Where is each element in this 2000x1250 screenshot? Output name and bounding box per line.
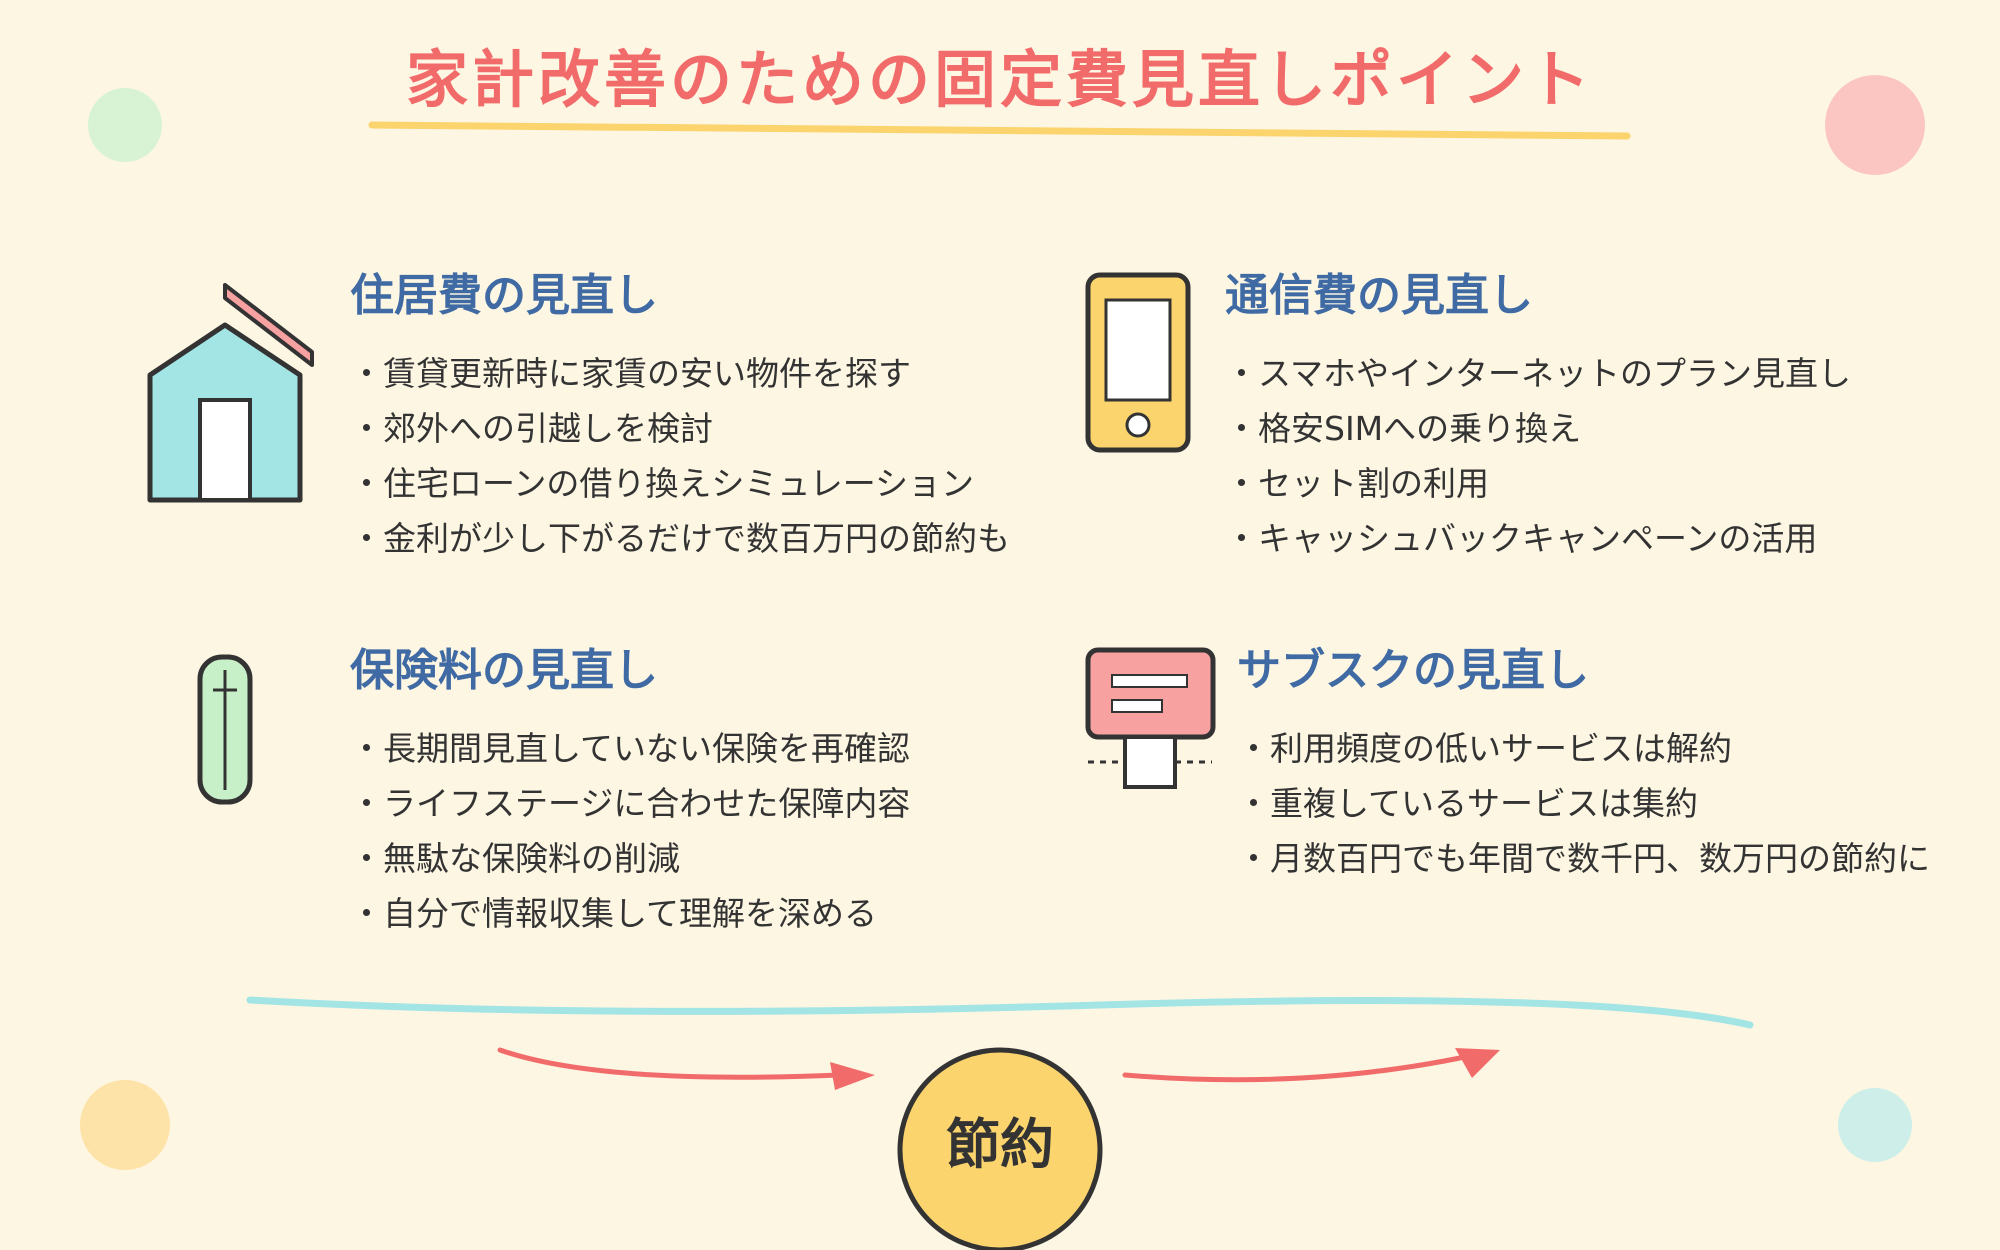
list-item: 長期間見直していない保険を再確認 — [350, 721, 910, 776]
list-item: キャッシュバックキャンペーンの活用 — [1225, 511, 1851, 566]
corner-dot-bottom-left — [80, 1080, 170, 1170]
section-heading-insurance: 保険料の見直し — [350, 645, 658, 696]
list-item: 郊外への引越しを検討 — [350, 401, 1010, 456]
list-item: 月数百円でも年間で数千円、数万円の節約に — [1237, 831, 1930, 886]
list-item: セット割の利用 — [1225, 456, 1851, 511]
page-title: 家計改善のための固定費見直しポイント — [405, 43, 1594, 116]
arrow-right — [1122, 1048, 1500, 1083]
list-item: 無駄な保険料の削減 — [350, 831, 910, 886]
corner-dot-top-right — [1825, 75, 1925, 175]
subscription-box-icon — [1085, 647, 1216, 789]
section-heading-telecom: 通信費の見直し — [1225, 270, 1533, 321]
section-heading-subscriptions: サブスクの見直し — [1237, 645, 1589, 696]
section-list-subscriptions: 利用頻度の低いサービスは解約 重複しているサービスは集約 月数百円でも年間で数千… — [1237, 721, 1930, 886]
list-item: スマホやインターネットのプラン見直し — [1225, 346, 1851, 401]
smartphone-icon — [1085, 272, 1191, 453]
list-item: 利用頻度の低いサービスは解約 — [1237, 721, 1930, 776]
corner-dot-bottom-right — [1838, 1088, 1912, 1162]
section-heading-housing: 住居費の見直し — [350, 270, 658, 321]
section-list-telecom: スマホやインターネットのプラン見直し 格安SIMへの乗り換え セット割の利用 キ… — [1225, 346, 1851, 566]
divider-wave — [246, 996, 1754, 1029]
list-item: 自分で情報収集して理解を深める — [350, 886, 910, 941]
list-item: 格安SIMへの乗り換え — [1225, 401, 1851, 456]
section-list-housing: 賃貸更新時に家賃の安い物件を探す 郊外への引越しを検討 住宅ローンの借り換えシミ… — [350, 346, 1010, 566]
arrow-left — [497, 1047, 875, 1090]
list-item: 住宅ローンの借り換えシミュレーション — [350, 456, 1010, 511]
list-item: 重複しているサービスは集約 — [1237, 776, 1930, 831]
list-item: ライフステージに合わせた保障内容 — [350, 776, 910, 831]
savings-coin — [897, 1047, 1103, 1250]
corner-dot-top-left — [88, 88, 162, 162]
house-icon — [147, 283, 314, 503]
section-list-insurance: 長期間見直していない保険を再確認 ライフステージに合わせた保障内容 無駄な保険料… — [350, 721, 910, 941]
title-underline — [368, 121, 1631, 140]
list-item: 賃貸更新時に家賃の安い物件を探す — [350, 346, 1010, 401]
insurance-card-icon — [197, 654, 253, 805]
list-item: 金利が少し下がるだけで数百万円の節約も — [350, 511, 1010, 566]
savings-label: 節約 — [946, 1113, 1054, 1176]
